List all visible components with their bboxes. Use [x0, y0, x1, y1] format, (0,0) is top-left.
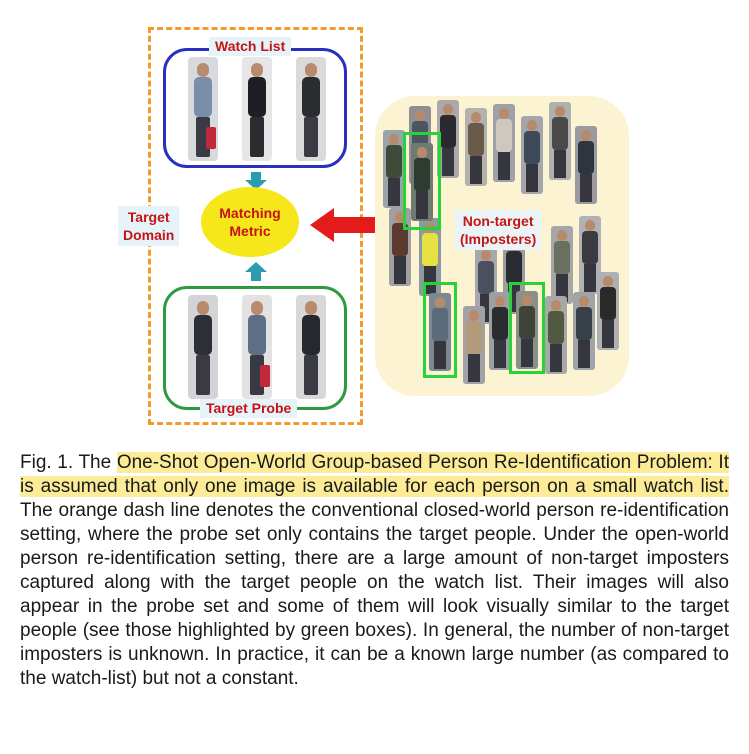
imposter-thumbnail [575, 126, 597, 204]
target-probe-label: Target Probe [200, 399, 298, 418]
imposter-thumbnail [419, 218, 441, 296]
target-probe-box [163, 286, 347, 410]
imposter-thumbnail [489, 292, 511, 370]
imposter-thumbnail [551, 226, 573, 304]
watch-list-box [163, 48, 347, 168]
watch-list-person-2 [242, 57, 272, 161]
probe-person-1 [188, 295, 218, 399]
imposter-thumbnail [437, 100, 459, 178]
imposter-thumbnail [493, 104, 515, 182]
imposter-thumbnail [465, 108, 487, 186]
non-target-line1: Non-target [462, 213, 534, 229]
watch-list-label: Watch List [209, 37, 292, 56]
imposter-thumbnail [597, 272, 619, 350]
caption-prefix: Fig. 1. The [20, 452, 117, 473]
imposter-thumbnail [463, 306, 485, 384]
figure-1: Watch List Matching Metric Target Domain… [118, 27, 629, 425]
non-target-label: Non-target (Imposters) [455, 210, 542, 250]
imposter-highlight-box [423, 282, 457, 378]
non-target-line2: (Imposters) [460, 231, 537, 247]
imposter-highlight-box [509, 282, 545, 374]
red-arrow-icon [310, 208, 390, 242]
matching-metric-line1: Matching [219, 205, 281, 221]
caption-highlighted-text: One-Shot Open-World Group-based Person R… [20, 452, 729, 497]
caption-body: The orange dash line denotes the convent… [20, 500, 729, 689]
matching-metric-line2: Metric [229, 223, 271, 239]
imposter-thumbnail [549, 102, 571, 180]
target-domain-line2: Domain [123, 227, 175, 243]
figure-caption: Fig. 1. The One-Shot Open-World Group-ba… [20, 451, 729, 691]
watch-list-person-3 [296, 57, 326, 161]
imposter-thumbnail [545, 296, 567, 374]
imposter-thumbnail [383, 130, 405, 208]
probe-person-2 [242, 295, 272, 399]
probe-person-3 [296, 295, 326, 399]
target-domain-label: Target Domain [118, 206, 180, 246]
imposter-thumbnail [579, 216, 601, 294]
imposter-highlight-box [403, 132, 441, 230]
matching-metric-ellipse: Matching Metric [201, 187, 299, 257]
imposter-thumbnail [573, 292, 595, 370]
watch-list-person-1 [188, 57, 218, 161]
target-domain-line1: Target [127, 209, 170, 225]
imposter-thumbnail [521, 116, 543, 194]
